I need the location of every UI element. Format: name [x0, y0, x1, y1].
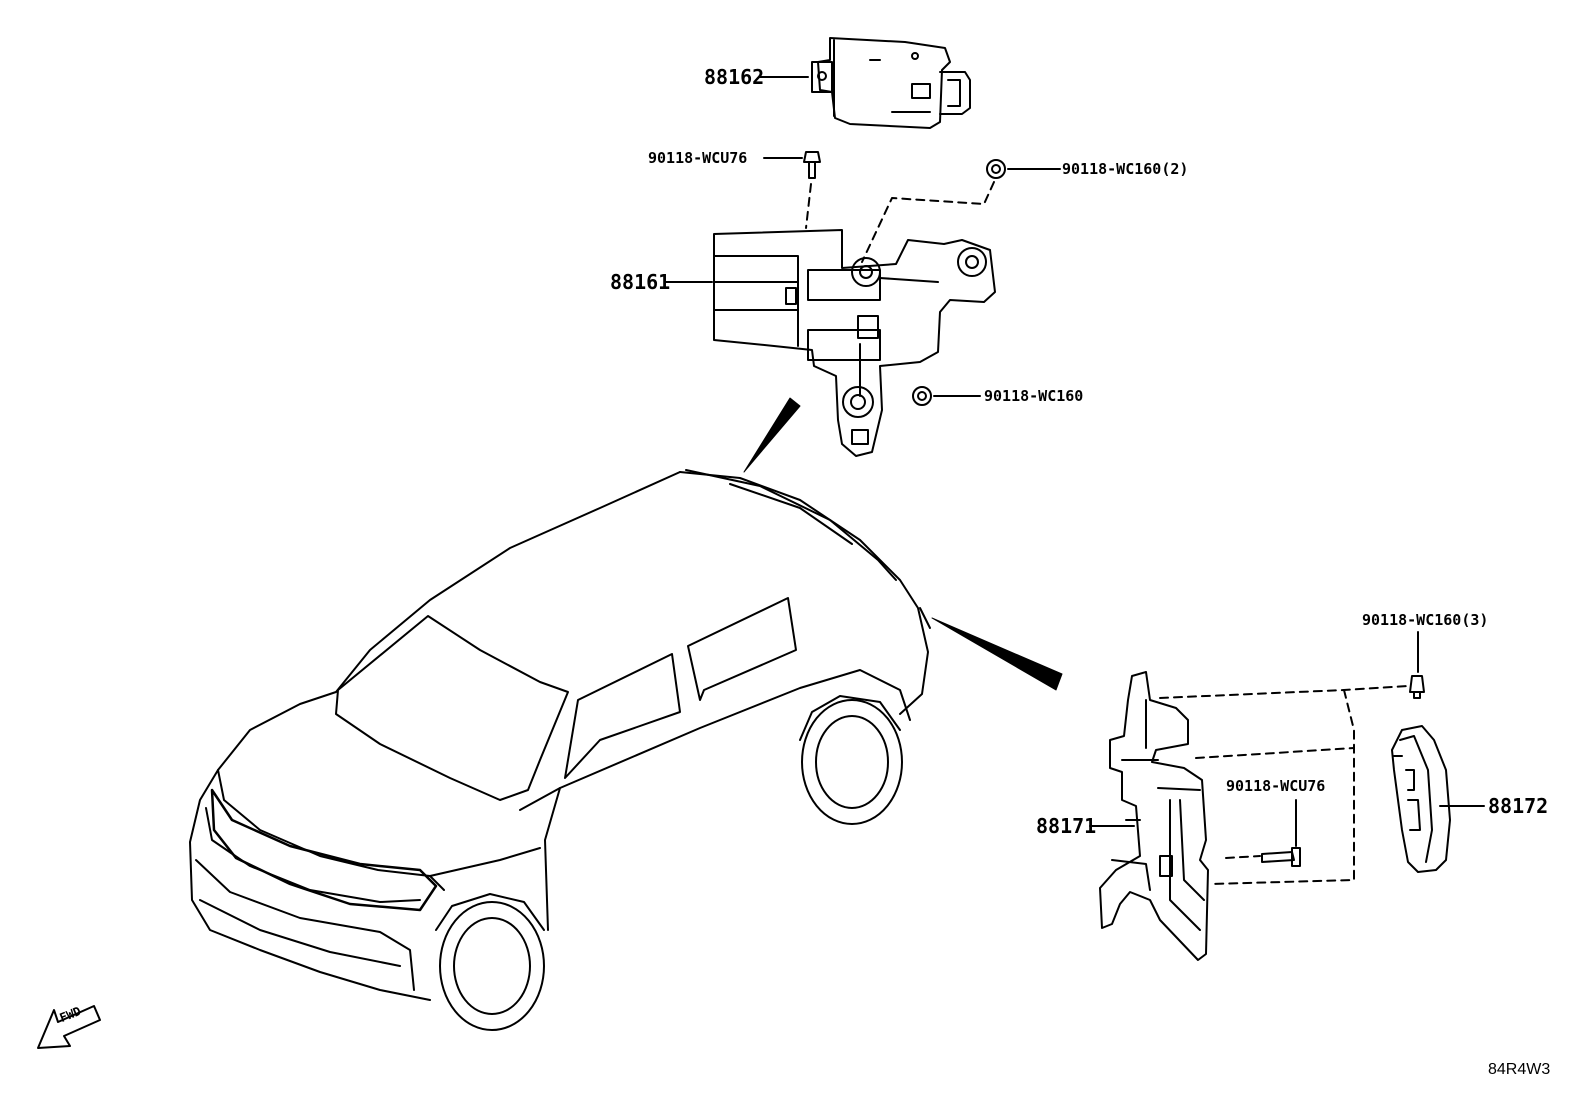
- dash-lower: [1159, 685, 1409, 885]
- label-88162: 88162: [704, 65, 765, 89]
- part-88171-bracket: [1099, 671, 1209, 961]
- label-90118-wcu76-top: 90118-WCU76: [648, 149, 748, 167]
- vehicle-outline: [189, 469, 931, 1031]
- clip-wc160-3: [1409, 675, 1425, 699]
- bolt-wcu76-top: [803, 151, 821, 179]
- part-88162-module: [811, 37, 971, 129]
- label-90118-wc160: 90118-WC160: [984, 387, 1084, 405]
- label-90118-wc160-3: 90118-WC160(3): [1362, 611, 1489, 629]
- label-90118-wcu76-bottom: 90118-WCU76: [1226, 777, 1326, 795]
- label-88171: 88171: [1036, 814, 1097, 838]
- pointer-lower: [931, 617, 1063, 691]
- bolt-wcu76-bottom: [1261, 847, 1301, 867]
- nut-wc160: [912, 386, 932, 406]
- nut-wc160-2: [986, 159, 1006, 179]
- label-90118-wc160-2: 90118-WC160(2): [1062, 160, 1189, 178]
- fwd-arrow-icon: [37, 1005, 101, 1049]
- dash-wc160-2: [861, 181, 995, 263]
- part-88161-bracket: [713, 229, 996, 457]
- label-88172: 88172: [1488, 794, 1549, 818]
- label-88161: 88161: [610, 270, 671, 294]
- diagram-code: 84R4W3: [1488, 1061, 1551, 1078]
- part-88172-sensor: [1391, 725, 1451, 873]
- pointer-upper: [743, 397, 801, 473]
- dash-wcu76-top: [805, 183, 812, 229]
